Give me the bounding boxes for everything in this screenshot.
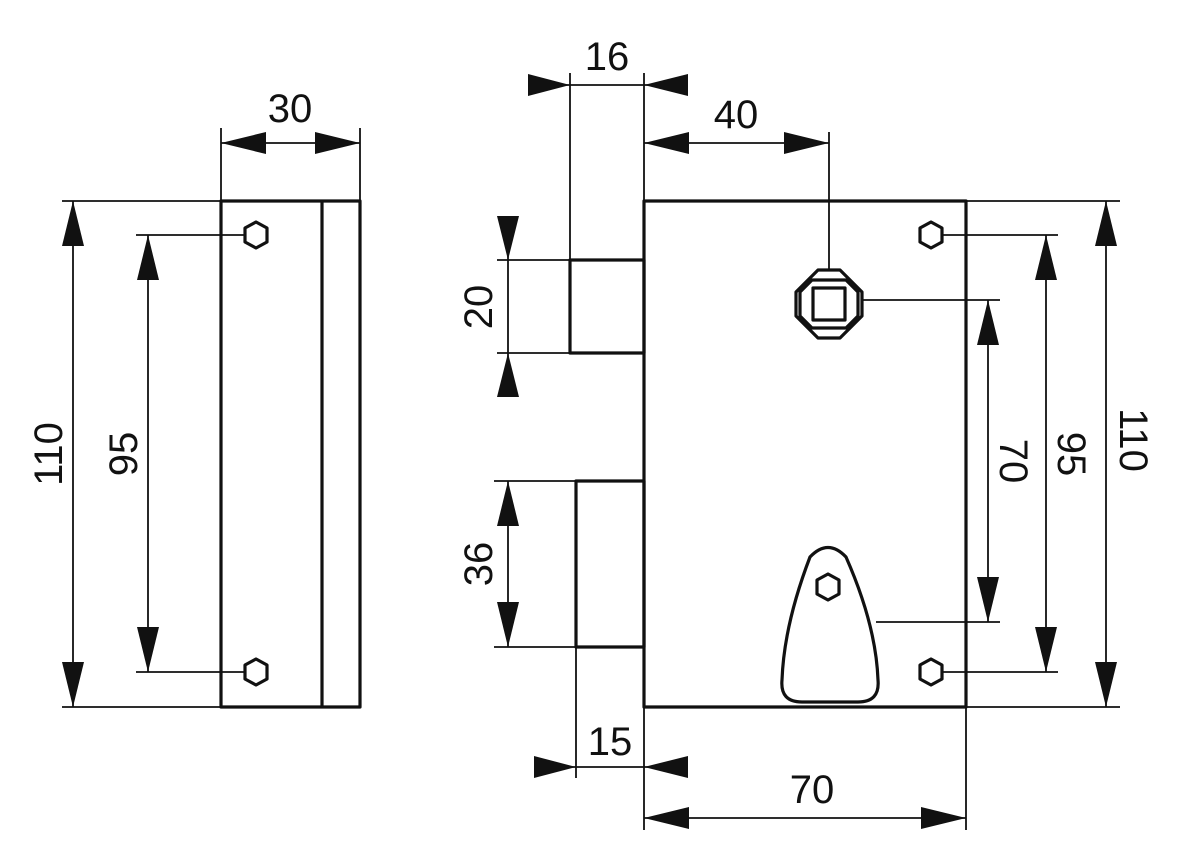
case-height-label: 110 [1111, 408, 1155, 472]
bolt-projection-dimension: 16 [528, 35, 688, 260]
keyhole-screw-icon [815, 572, 841, 602]
side-view-bottom-screw-icon [243, 657, 269, 687]
case-height-dimension: 110 [966, 200, 1155, 708]
spindle-hub [794, 268, 864, 340]
keyhole-plate [780, 545, 880, 704]
spindle-offset-label: 40 [714, 93, 759, 137]
side-height-dimension: 110 [27, 200, 221, 708]
spindle-to-key-label: 70 [991, 439, 1035, 484]
side-view: 30 110 95 [27, 87, 362, 709]
lock-case-body [642, 199, 968, 709]
deadbolt-height-label: 36 [457, 542, 501, 587]
front-bottom-screw-icon [918, 657, 944, 687]
square-spindle-icon [811, 286, 847, 322]
spindle-to-key-dimension: 70 [862, 299, 1035, 623]
latch-height-dimension: 20 [457, 216, 570, 397]
side-view-top-screw-icon [243, 220, 269, 250]
deadbolt-projection-label: 15 [588, 720, 633, 764]
front-view: 16 40 20 36 [457, 35, 1155, 830]
front-top-screw-icon [918, 220, 944, 250]
bolt-projection-label: 16 [585, 35, 630, 79]
side-hole-spacing-dimension: 95 [102, 234, 245, 673]
deadbolt-projection-dimension: 15 [534, 647, 688, 830]
dead-bolt [574, 479, 646, 649]
front-hole-spacing-dimension: 95 [942, 234, 1093, 673]
side-width-label: 30 [268, 87, 313, 131]
front-hole-spacing-label: 95 [1049, 432, 1093, 477]
spindle-offset-dimension: 40 [644, 93, 830, 270]
case-width-dimension: 70 [644, 707, 967, 830]
side-height-label: 110 [27, 422, 71, 486]
spindle-hub-outline [798, 278, 860, 330]
side-hole-spacing-label: 95 [102, 432, 146, 477]
latch-height-label: 20 [457, 285, 501, 330]
side-width-dimension: 30 [220, 87, 361, 201]
side-view-body [219, 199, 362, 709]
latch-bolt [568, 258, 646, 355]
deadbolt-height-dimension: 36 [457, 480, 576, 648]
case-width-label: 70 [790, 768, 835, 812]
